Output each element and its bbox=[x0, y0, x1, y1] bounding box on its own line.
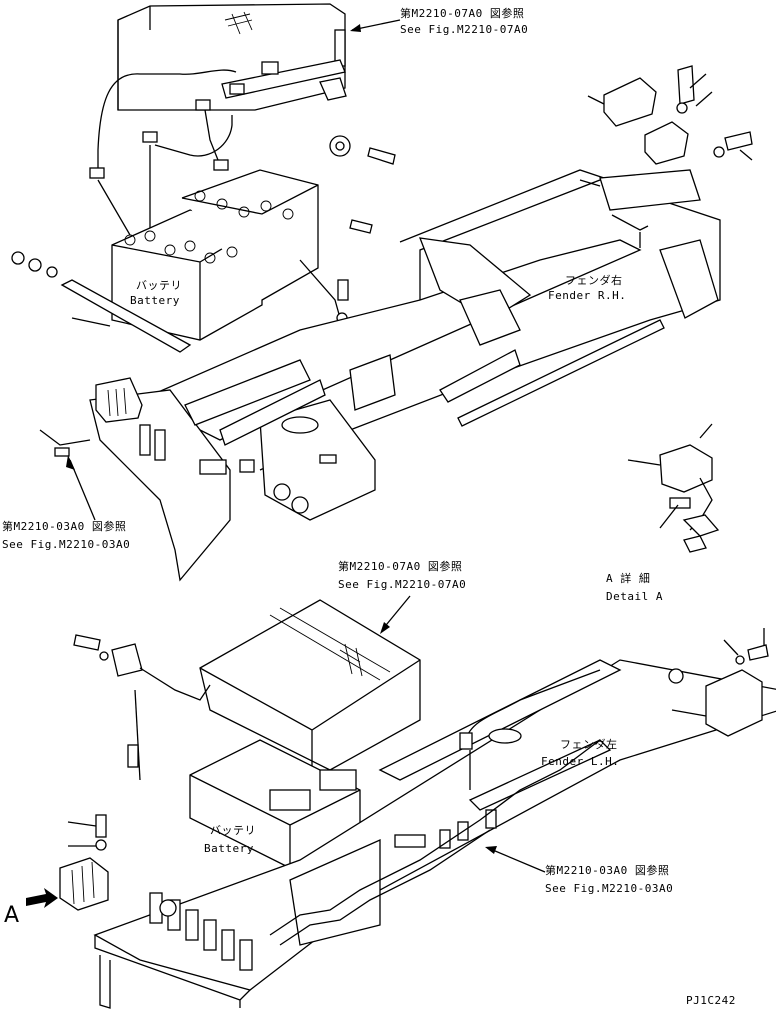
battery-bottom-jp-label: バッテリ bbox=[210, 824, 256, 837]
fender-lh-jp-label: フェンダ左 bbox=[560, 737, 618, 751]
ref-top-jp-label: 第M2210-07A0 図参照 bbox=[400, 6, 524, 20]
relay-bracket-top bbox=[221, 59, 396, 234]
ref-mid-en-label: See Fig.M2210-07A0 bbox=[338, 578, 466, 591]
detail-a-relay bbox=[627, 423, 720, 553]
relay-right-bottom bbox=[671, 628, 769, 737]
frame-top bbox=[89, 169, 721, 582]
fender-rh-en-label: Fender R.H. bbox=[548, 289, 626, 302]
ref-left-jp-label: 第M2210-03A0 図参照 bbox=[2, 519, 126, 533]
drawing-number: PJ1C242 bbox=[686, 994, 736, 1007]
detail-a-jp-label: A 詳 細 bbox=[606, 571, 650, 585]
relay-left-bottom bbox=[59, 814, 109, 911]
ref-bottom-jp-label: 第M2210-03A0 図参照 bbox=[545, 863, 669, 877]
ref-mid-jp-label: 第M2210-07A0 図参照 bbox=[338, 559, 462, 573]
fender-lh-en-label: Fender L.H. bbox=[541, 755, 619, 768]
detail-a-en-label: Detail A bbox=[606, 590, 663, 603]
battery-top-en-label: Battery bbox=[130, 294, 180, 307]
battery-pack-top: バッテリ Battery bbox=[111, 169, 319, 341]
battery-top-jp-label: バッテリ bbox=[136, 279, 182, 292]
ref-left-en-label: See Fig.M2210-03A0 bbox=[2, 538, 130, 551]
relay-right-top bbox=[599, 65, 753, 231]
fender-rh-jp-label: フェンダ右 bbox=[565, 273, 623, 287]
battery-pack-bottom: バッテリ Battery bbox=[189, 739, 361, 869]
battery-cover-bottom bbox=[199, 599, 421, 775]
relay-bracket-bottom bbox=[73, 634, 211, 781]
upper-assembly: バッテリ Battery bbox=[2, 3, 753, 582]
ref-top-en-label: See Fig.M2210-07A0 bbox=[400, 23, 528, 36]
ref-bottom-en-label: See Fig.M2210-03A0 bbox=[545, 882, 673, 895]
relay-left-top bbox=[39, 377, 143, 457]
lower-assembly: 第M2210-07A0 図参照 See Fig.M2210-07A0 バッテリ … bbox=[4, 559, 776, 1009]
frame-bottom bbox=[93, 659, 776, 1009]
battery-bottom-en-label: Battery bbox=[204, 842, 254, 855]
view-a-label: A bbox=[4, 903, 19, 928]
